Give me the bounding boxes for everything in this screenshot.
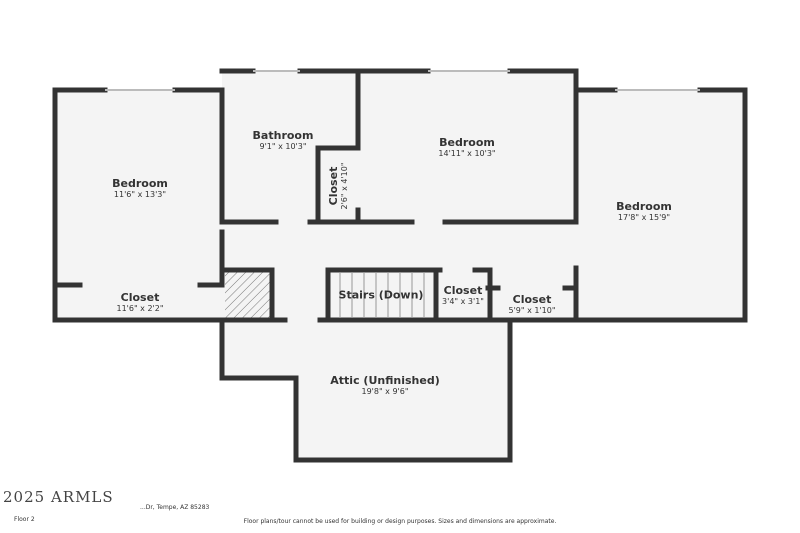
room-dims: 9'1" x 10'3" <box>259 142 307 151</box>
walls <box>52 68 748 463</box>
room-dims: 11'6" x 2'2" <box>116 304 164 313</box>
room-name: Bedroom <box>112 177 168 190</box>
watermark: 2025 ARMLS <box>3 488 114 506</box>
stair-treads <box>339 272 425 318</box>
address: ...Dr, Tempe, AZ 85283 <box>140 504 210 511</box>
room-dims: 17'8" x 15'9" <box>617 213 671 222</box>
room-name: Stairs (Down) <box>338 288 424 302</box>
room-dims: 2'6" x 4'10" <box>340 162 349 210</box>
room-dims: 11'6" x 13'3" <box>113 190 167 199</box>
room-name: Bedroom <box>616 200 672 213</box>
room-name: Attic (Unfinished) <box>330 374 440 387</box>
room-name: Closet <box>443 284 483 297</box>
room-name: Closet <box>512 293 552 306</box>
room-dims: 19'8" x 9'6" <box>361 387 409 396</box>
room-name: Bedroom <box>439 136 495 149</box>
floor-fill <box>55 71 745 460</box>
room-dims: 3'4" x 3'1" <box>442 297 484 306</box>
room-stairs: Stairs (Down) <box>339 289 424 302</box>
hatched-void <box>225 272 270 318</box>
room-name: Closet <box>120 291 160 304</box>
disclaimer: Floor plans/tour cannot be used for buil… <box>243 518 557 525</box>
room-dims: 5'9" x 1'10" <box>508 306 556 315</box>
room-name: Bathroom <box>252 129 314 142</box>
room-name: Closet <box>327 166 340 206</box>
floor-label: Floor 2 <box>14 516 35 523</box>
room-attic: Attic (Unfinished)19'8" x 9'6" <box>330 374 439 396</box>
windows <box>105 70 700 91</box>
room-dims: 14'11" x 10'3" <box>438 149 496 158</box>
